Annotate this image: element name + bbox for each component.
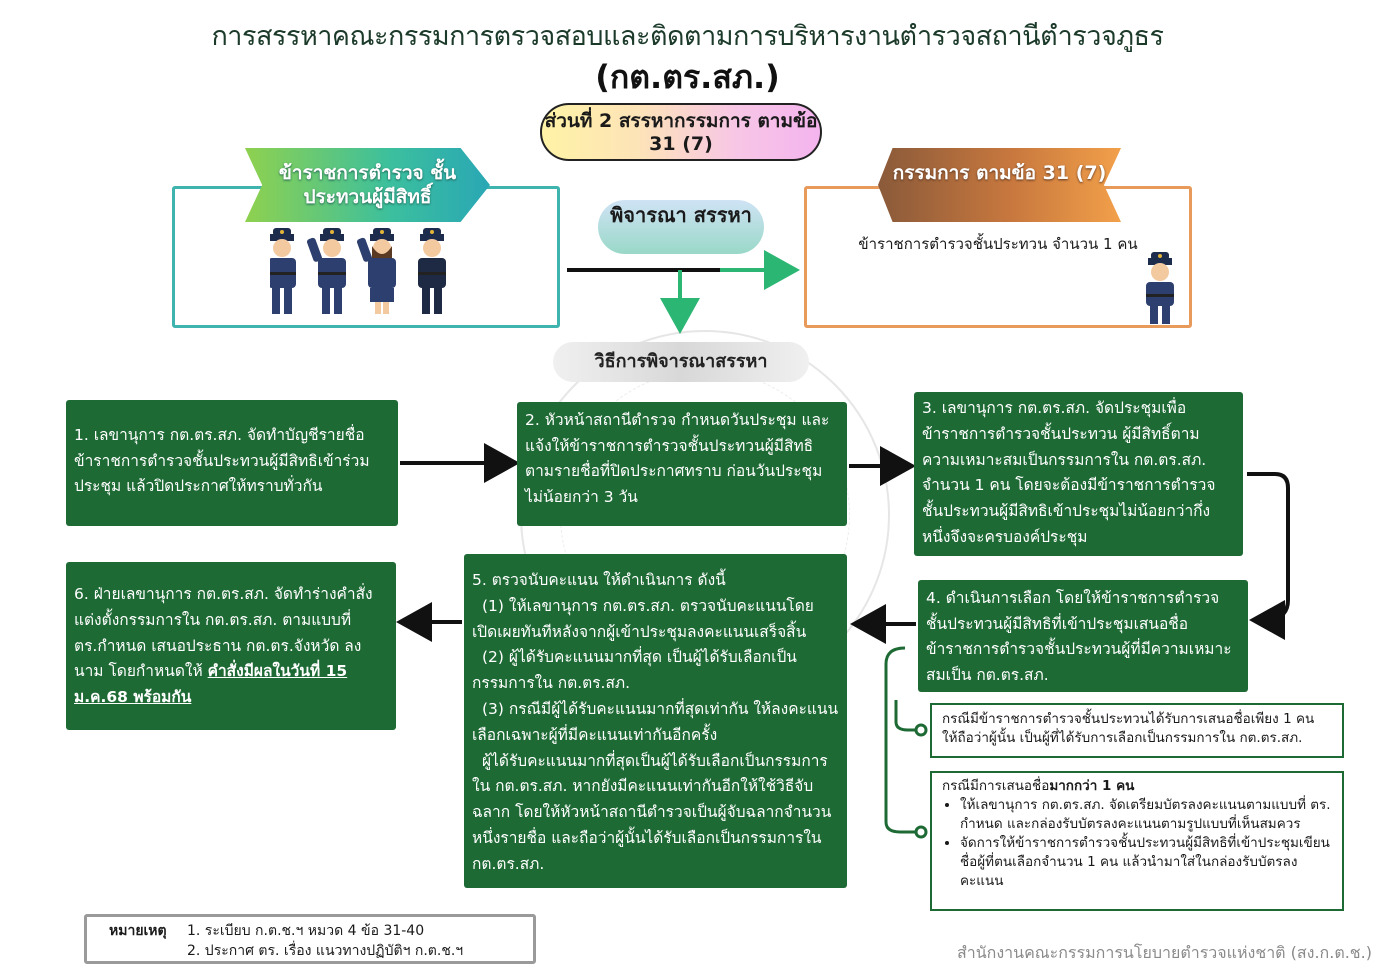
page-title: การสรรหาคณะกรรมการตรวจสอบและติดตามการบริ…: [211, 21, 1164, 52]
committee-description: ข้าราชการตำรวจชั้นประทวน จำนวน 1 คน: [858, 235, 1138, 253]
consider-recruit-badge: พิจารณา สรรหา: [598, 200, 764, 254]
officer-figure-1: [270, 228, 296, 314]
remark-line-2: 2. ประกาศ ตร. เรื่อง แนวทางปฏิบัติฯ ก.ต.…: [187, 943, 464, 959]
note-multiple-title-emph: มากกว่า 1 คน: [1049, 778, 1135, 794]
page-subtitle: (กต.ตร.สภ.): [595, 58, 780, 96]
footer-agency: สำนักงานคณะกรรมการนโยบายตำรวจแห่งชาติ (ส…: [956, 943, 1372, 962]
step-5-item-1: (1) ให้เลขานุการ กต.ตร.สภ. ตรวจนับคะแนนโ…: [472, 596, 814, 641]
step-5-intro: 5. ตรวจนับคะแนน ให้ดำเนินการ ดังนี้: [472, 571, 726, 589]
method-header: วิธีการพิจารณาสรรหา: [553, 342, 809, 382]
remark-box: หมายเหตุ 1. ระเบียบ ก.ต.ช.ฯ หมวด 4 ข้อ 3…: [84, 914, 536, 964]
step-5-item-2: (2) ผู้ได้รับคะแนนมากที่สุด เป็นผู้ได้รั…: [472, 648, 797, 693]
committee-ribbon: กรรมการ ตามข้อ 31 (7): [878, 148, 1121, 222]
step-6-box: 6. ฝ่ายเลขานุการ กต.ตร.สภ. จัดทำร่างคำสั…: [66, 562, 396, 730]
note-single-nominee: กรณีมีข้าราชการตำรวจชั้นประทวนได้รับการเ…: [930, 703, 1344, 758]
officer-figure-single: [1146, 252, 1174, 324]
bracket-notes: [884, 646, 916, 834]
step-5-item-4: ผู้ได้รับคะแนนมากที่สุดเป็นผู้ได้รับเลือ…: [472, 751, 832, 873]
step-5-item-3: (3) กรณีมีผู้ได้รับคะแนนมากที่สุดเท่ากัน…: [472, 699, 839, 744]
remark-label: หมายเหตุ: [109, 923, 167, 939]
note-multiple-nominees: กรณีมีการเสนอชื่อมากกว่า 1 คน ให้เลขานุก…: [930, 771, 1344, 911]
note-multiple-item-2: จัดการให้ข้าราชการตำรวจชั้นประทวนผู้มีสิ…: [960, 834, 1332, 891]
step-1-box: 1. เลขานุการ กต.ตร.สภ. จัดทำบัญชีรายชื่อ…: [66, 400, 398, 526]
step-6-effective-date: คำสั่งมีผลในวันที่ 15 ม.ค.68 พร้อมกัน: [74, 662, 348, 707]
officer-figure-2: [306, 228, 346, 314]
remark-line-1: 1. ระเบียบ ก.ต.ช.ฯ หมวด 4 ข้อ 31-40: [187, 923, 425, 939]
officers-illustration: [270, 228, 446, 314]
officer-figure-3: [356, 228, 396, 314]
step-4-box: 4. ดำเนินการเลือก โดยให้ข้าราชการตำรวจชั…: [918, 580, 1248, 692]
officer-figure-4: [418, 228, 446, 314]
step-5-box: 5. ตรวจนับคะแนน ให้ดำเนินการ ดังนี้ (1) …: [464, 554, 847, 888]
note-multiple-title: กรณีมีการเสนอชื่อมากกว่า 1 คน: [942, 778, 1135, 794]
arrow-step3-to-step4: [1247, 472, 1290, 640]
step-3-box: 3. เลขานุการ กต.ตร.สภ. จัดประชุมเพื่อข้า…: [914, 392, 1243, 556]
step-2-box: 2. หัวหน้าสถานีตำรวจ กำหนดวันประชุม และแ…: [517, 402, 847, 526]
part-badge: ส่วนที่ 2 สรรหากรรมการ ตามข้อ 31 (7): [540, 103, 822, 161]
eligible-officers-ribbon: ข้าราชการตำรวจ ชั้นประทวนผู้มีสิทธิ์: [245, 148, 490, 222]
note-multiple-item-1: ให้เลขานุการ กต.ตร.สภ. จัดเตรียมบัตรลงคะ…: [960, 796, 1332, 834]
step-6-text: 6. ฝ่ายเลขานุการ กต.ตร.สภ. จัดทำร่างคำสั…: [74, 585, 373, 681]
